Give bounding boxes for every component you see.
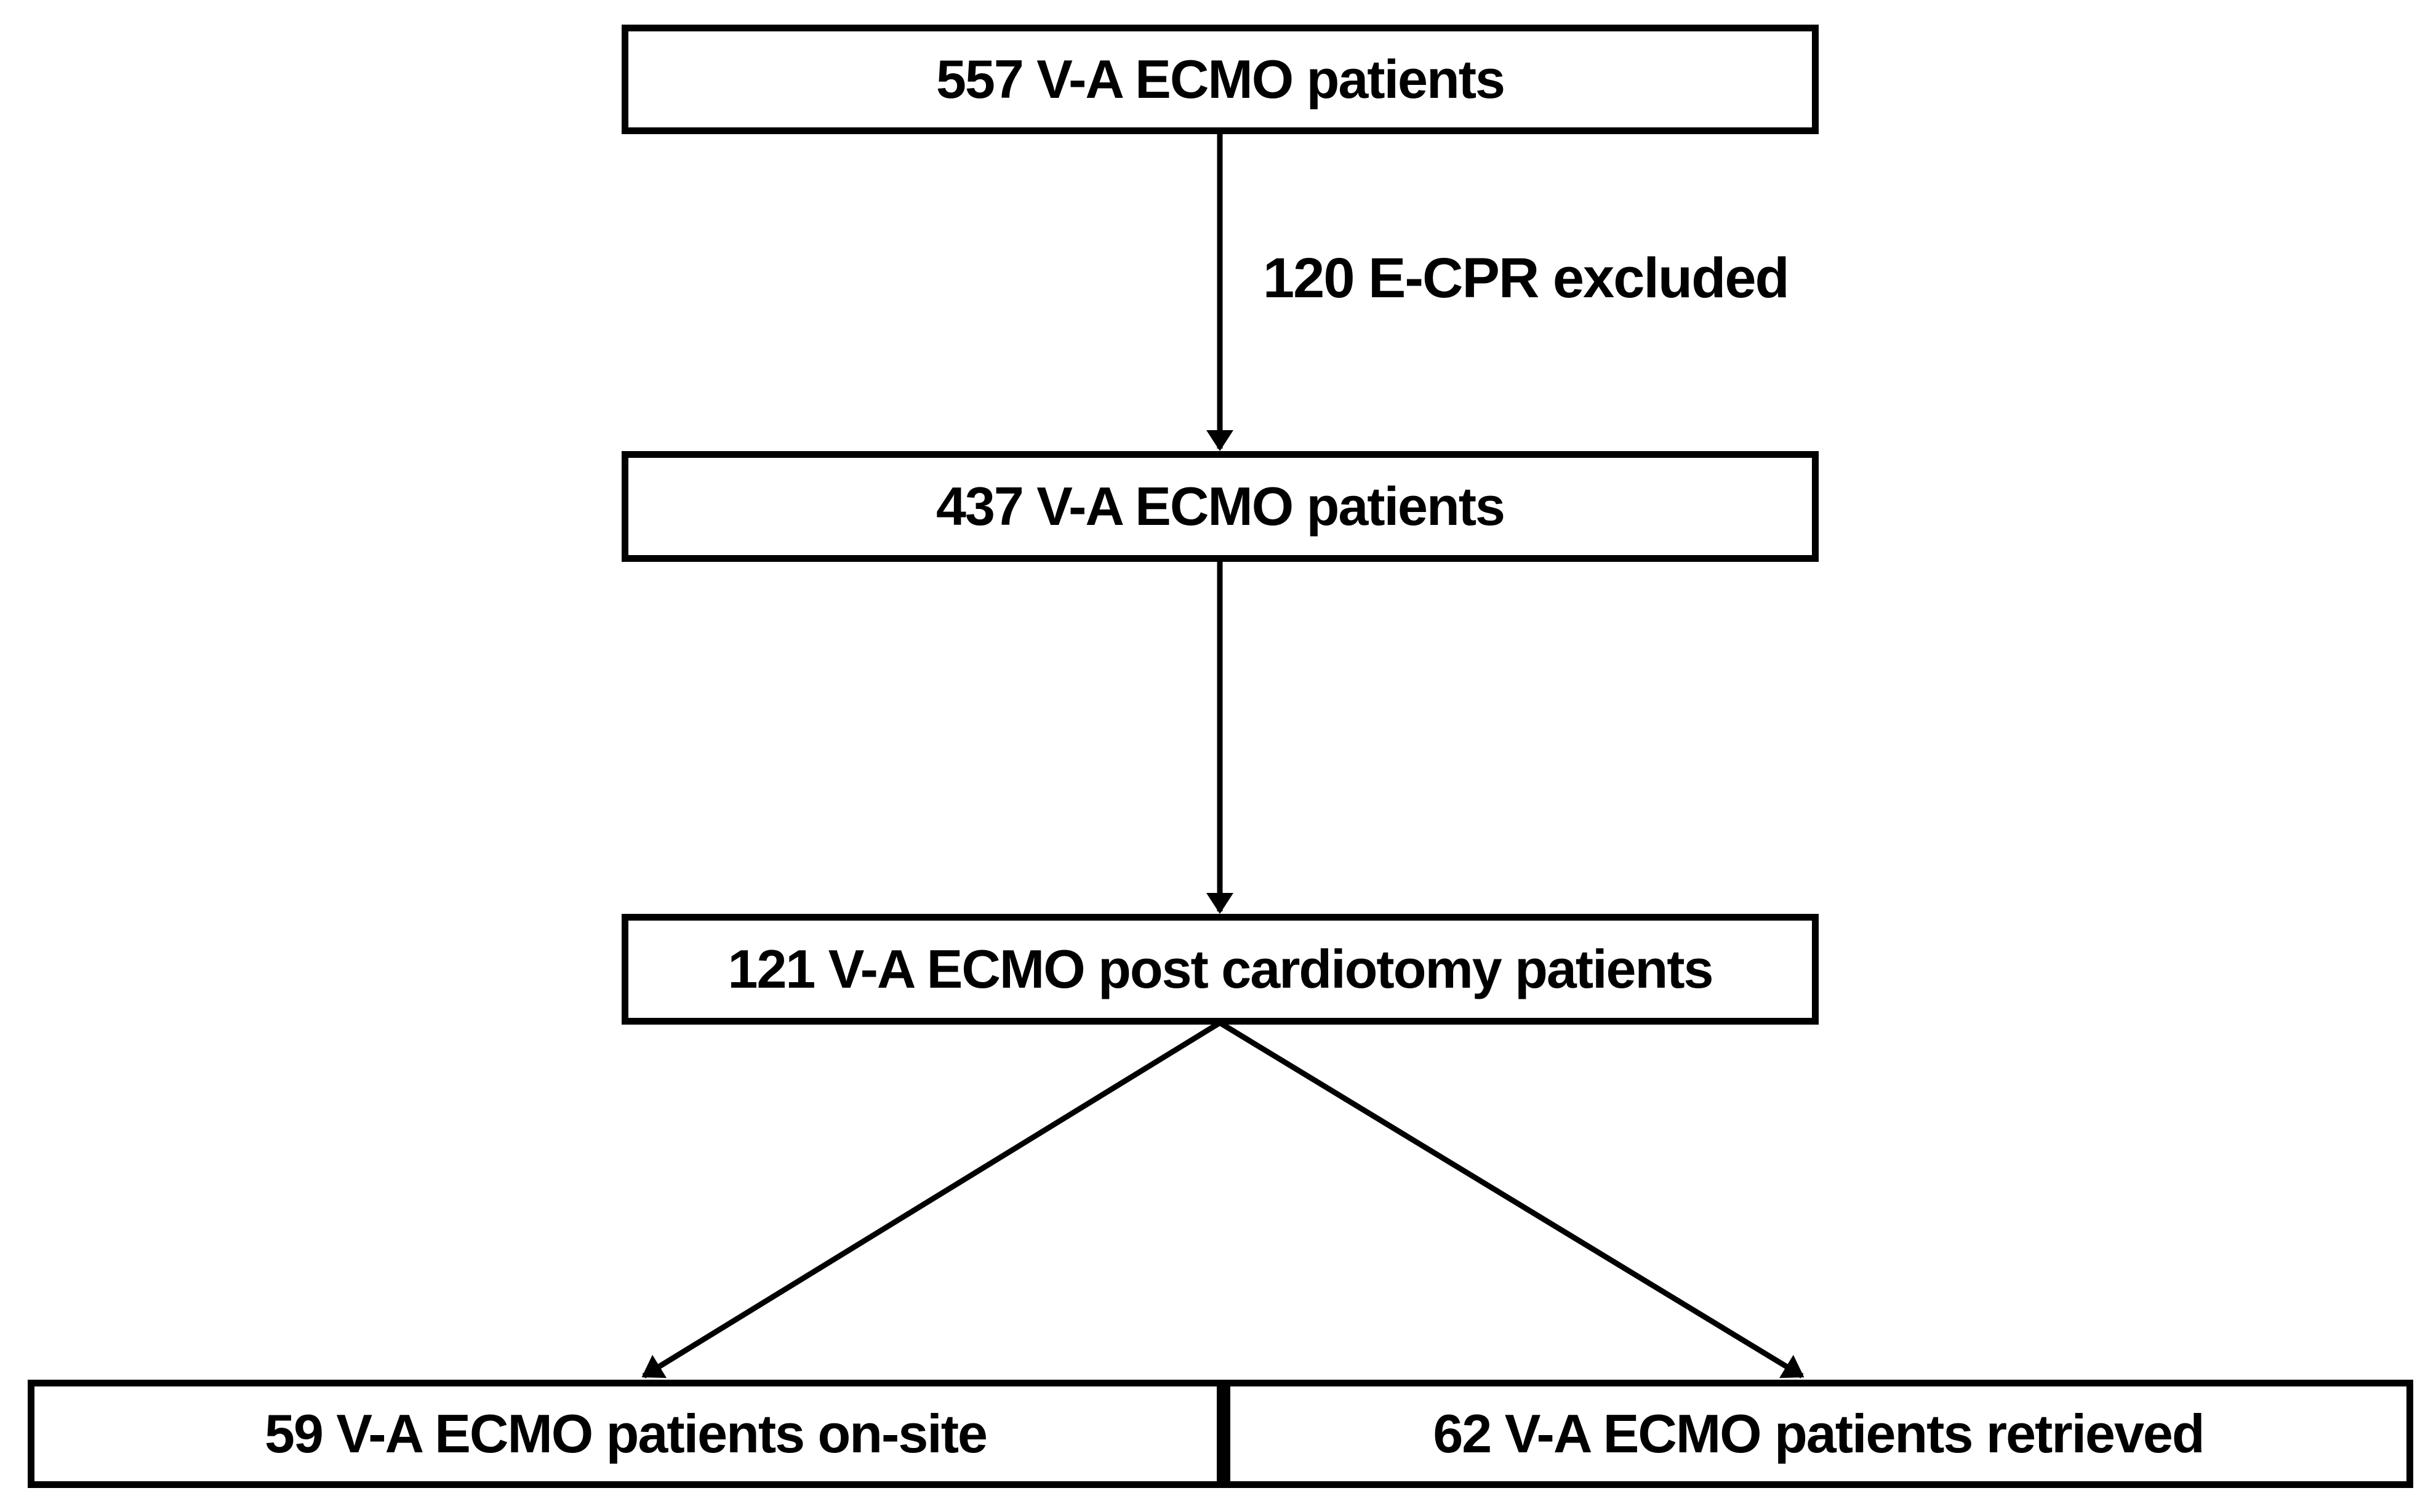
exclusion-label: 120 E-CPR excluded (1263, 247, 1790, 310)
arrow-121-to-59 (641, 1020, 1222, 1378)
arrow-121-to-62 (1218, 1020, 1805, 1378)
box-121-post-cardiotomy-patients: 121 V-A ECMO post cardiotomy patients (622, 914, 1819, 1025)
box-437-va-ecmo-patients: 437 V-A ECMO patients (622, 451, 1819, 562)
box-62-patients-retrieved: 62 V-A ECMO patients retrieved (1224, 1380, 2413, 1488)
box-557-va-ecmo-patients: 557 V-A ECMO patients (622, 25, 1819, 134)
box-59-patients-on-site: 59 V-A ECMO patients on-site (28, 1380, 1224, 1488)
